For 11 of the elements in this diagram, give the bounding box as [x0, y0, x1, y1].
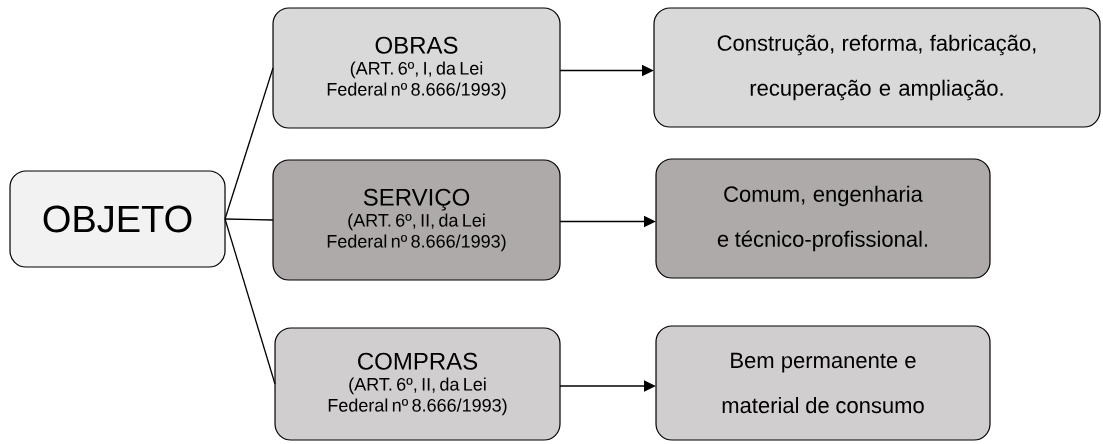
- description-box: Construção, reforma, fabricação, recuperação e ampliação.: [653, 7, 1101, 128]
- connector-line: [224, 218, 274, 221]
- connector-line: [224, 67, 274, 220]
- arrow: [559, 380, 656, 392]
- root-box: OBJETO: [9, 170, 226, 268]
- connector-line: [224, 218, 276, 385]
- category-box: COMPRAS (ART. 6º, II, da Lei Federal nº 8.666/1993): [274, 327, 561, 441]
- category-box: OBRAS (ART. 6º, I, da Lei Federal nº 8.666/1993): [272, 7, 561, 129]
- description-box: Bem permanente e material de consumo: [655, 325, 991, 441]
- category-box: SERVIÇO (ART. 6º, II, da Lei Federal nº 8.666/1993): [272, 159, 561, 281]
- description-box: Comum, engenharia e técnico-profissional.: [655, 158, 991, 279]
